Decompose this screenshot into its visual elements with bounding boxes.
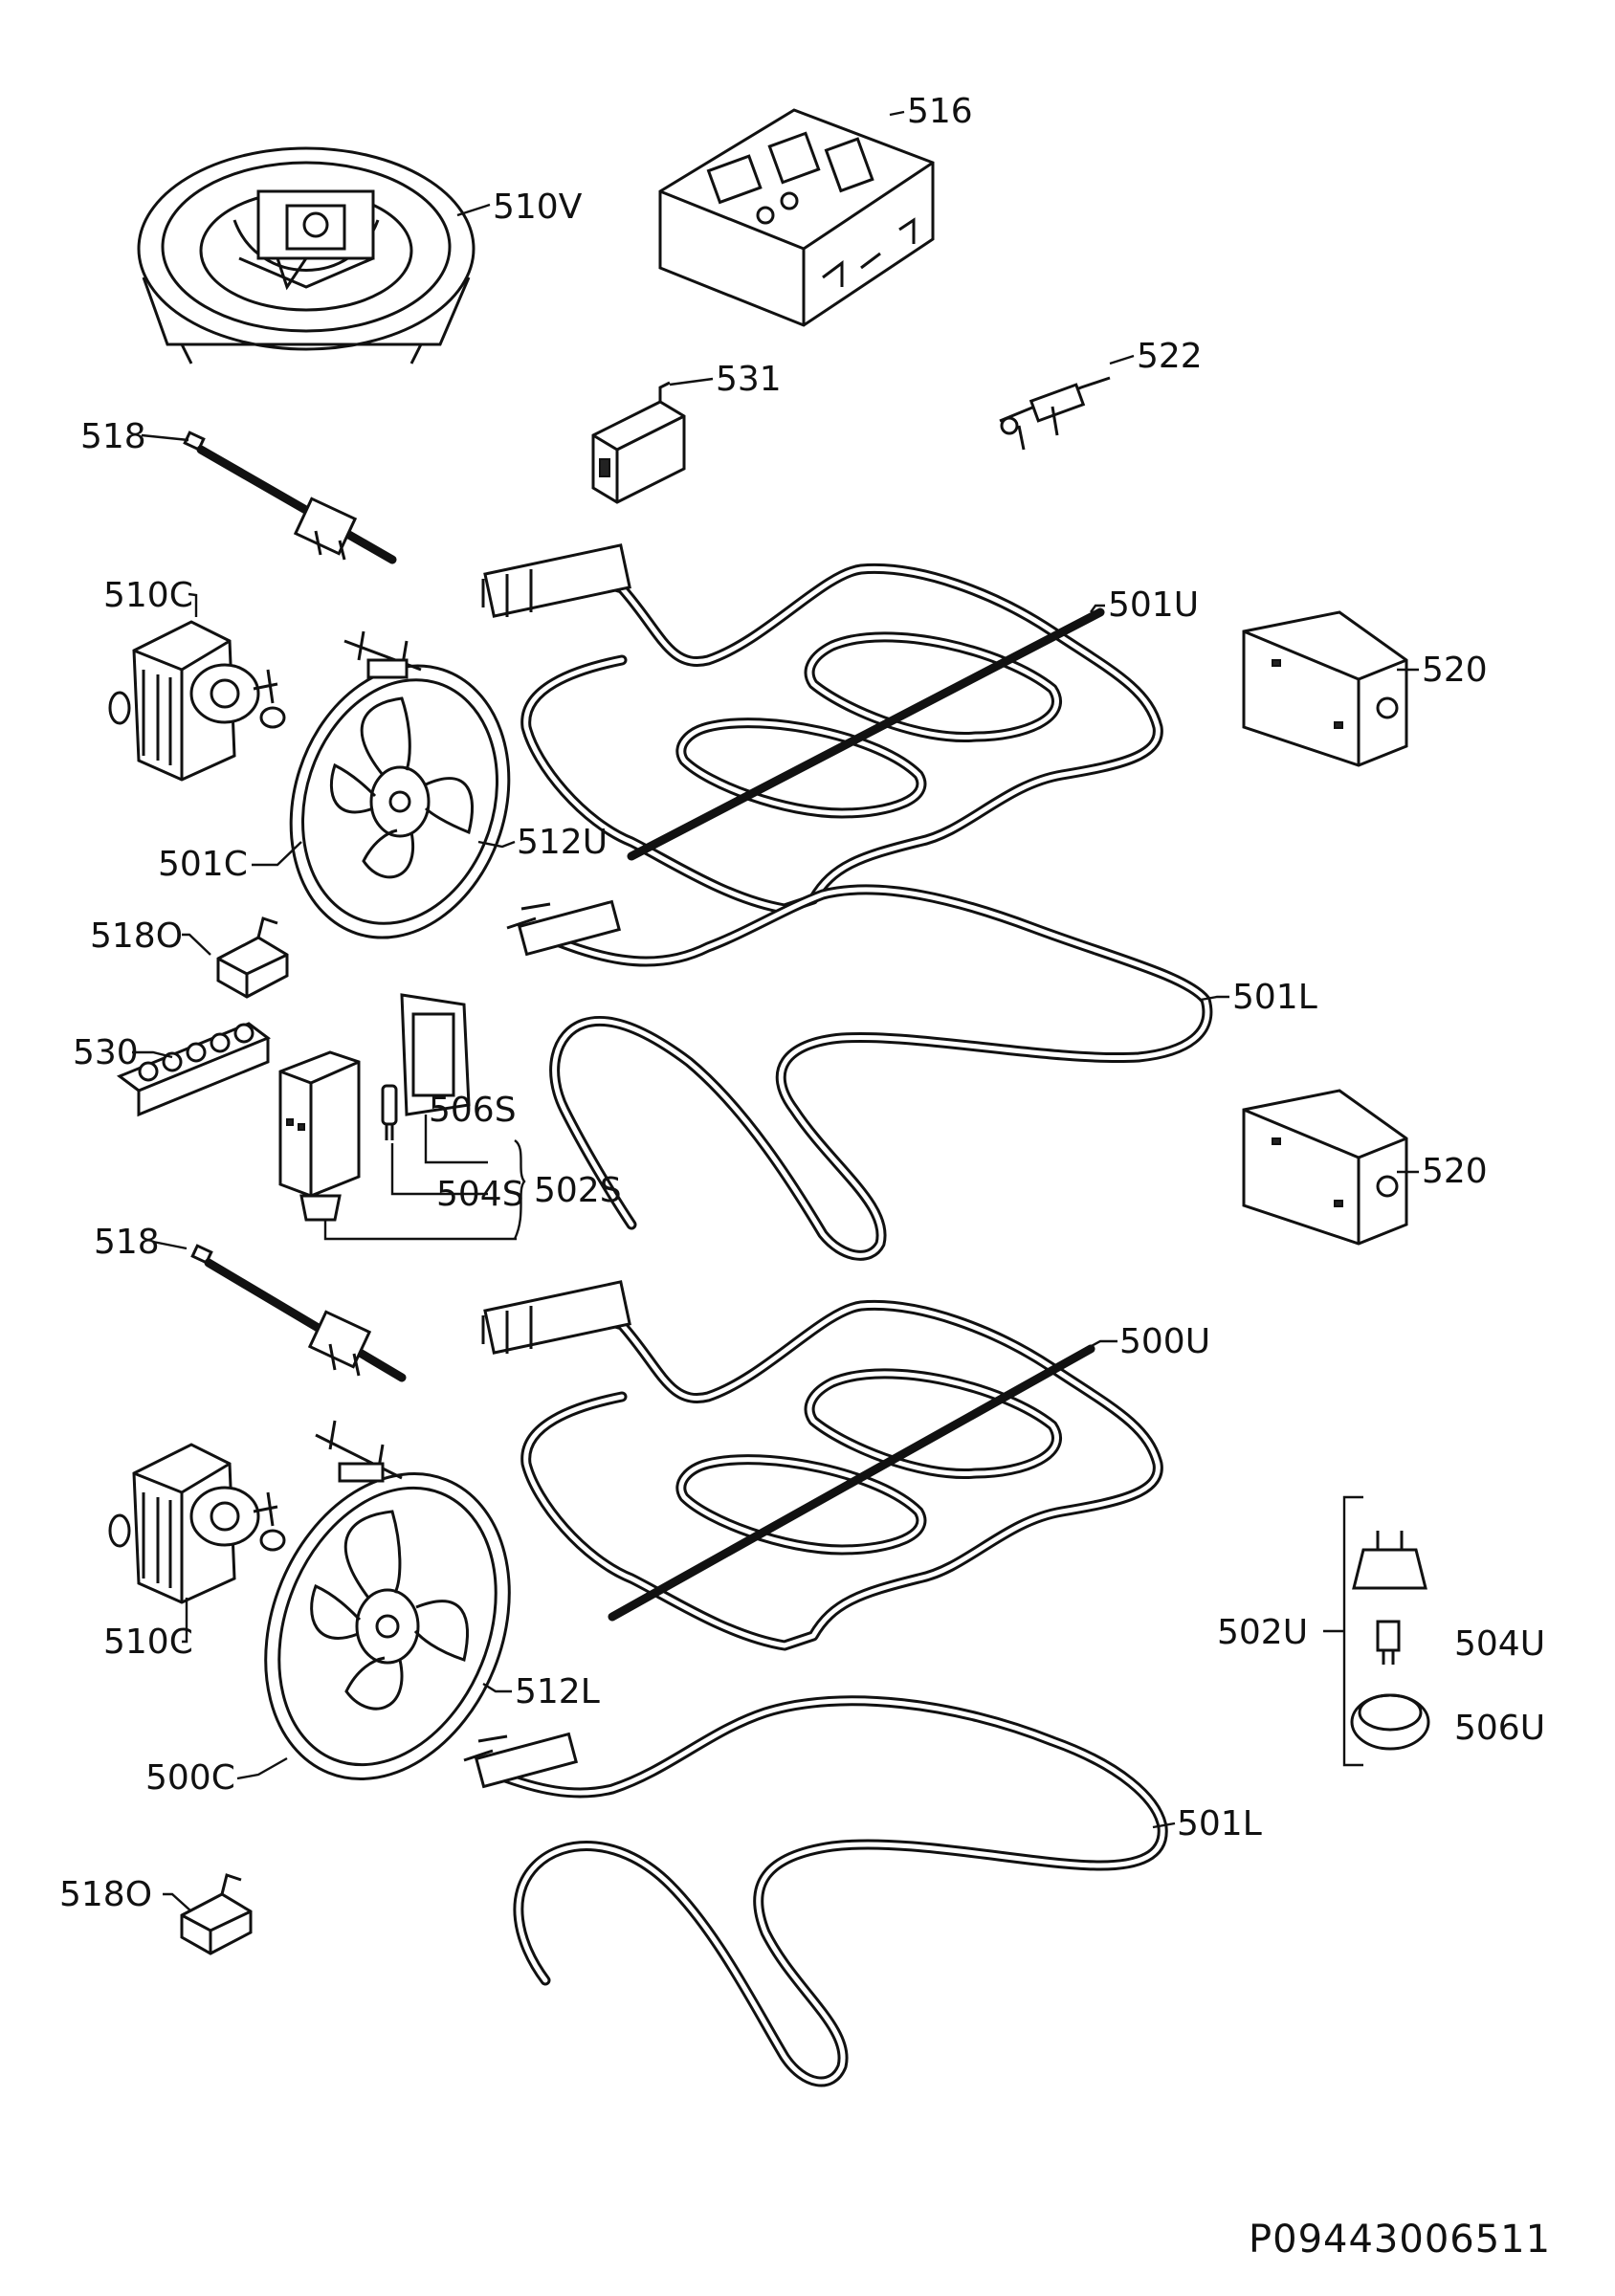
label-510C-lower: 510C bbox=[103, 1623, 193, 1662]
part-520-box-upper bbox=[1242, 610, 1408, 767]
label-518-upper: 518 bbox=[80, 417, 146, 456]
label-518-lower: 518 bbox=[94, 1223, 160, 1262]
part-520-box-lower bbox=[1242, 1089, 1408, 1246]
part-510V-fan-housing bbox=[137, 146, 476, 364]
part-510C-motor-lower bbox=[108, 1443, 286, 1604]
label-502U: 502U bbox=[1217, 1613, 1308, 1652]
label-510V: 510V bbox=[493, 188, 583, 227]
drawing-code: P09443006511 bbox=[1249, 2218, 1551, 2262]
part-501L-bottom-element-upper bbox=[506, 884, 1213, 1261]
label-510C-upper: 510C bbox=[103, 576, 193, 615]
part-518O-bracket-upper bbox=[216, 916, 289, 999]
part-501L-bottom-element-lower bbox=[463, 1695, 1168, 2087]
label-501C: 501C bbox=[158, 845, 248, 884]
part-531-relay-module bbox=[591, 381, 686, 504]
label-518O-upper: 518O bbox=[90, 916, 183, 956]
part-500C-fan-blade-lower bbox=[264, 1420, 511, 1780]
part-500U-grill-element bbox=[481, 1280, 1163, 1651]
label-512L: 512L bbox=[515, 1672, 600, 1711]
label-520-upper: 520 bbox=[1422, 651, 1488, 690]
label-504S: 504S bbox=[436, 1175, 524, 1214]
part-labels: 510V 516 531 522 518 510C 501U 520 501C … bbox=[59, 92, 1545, 1914]
part-502U-lamp-assembly bbox=[1323, 1495, 1430, 1767]
leader-lines bbox=[132, 110, 1419, 1912]
part-518O-bracket-lower bbox=[180, 1873, 253, 1955]
label-500C: 500C bbox=[145, 1758, 235, 1798]
part-522-connector bbox=[999, 376, 1111, 451]
part-501C-fan-blade-upper bbox=[289, 630, 511, 939]
label-506S: 506S bbox=[429, 1091, 517, 1130]
label-506U: 506U bbox=[1454, 1709, 1545, 1748]
label-518O-lower: 518O bbox=[59, 1875, 152, 1914]
part-518-probe-lower bbox=[190, 1244, 407, 1382]
label-520-lower: 520 bbox=[1422, 1152, 1488, 1191]
label-501U: 501U bbox=[1108, 585, 1199, 625]
part-501U-grill-element bbox=[481, 543, 1163, 915]
part-516-control-box bbox=[658, 108, 935, 327]
label-502S: 502S bbox=[534, 1171, 622, 1210]
part-510C-motor-upper bbox=[108, 620, 286, 782]
label-531: 531 bbox=[716, 360, 782, 399]
part-518-probe-upper bbox=[183, 430, 397, 564]
label-504U: 504U bbox=[1454, 1624, 1545, 1664]
label-501L-lower: 501L bbox=[1177, 1804, 1262, 1843]
label-512U: 512U bbox=[517, 823, 608, 862]
label-516: 516 bbox=[907, 92, 973, 131]
label-501L-upper: 501L bbox=[1232, 978, 1317, 1017]
label-500U: 500U bbox=[1119, 1322, 1210, 1361]
label-522: 522 bbox=[1137, 337, 1203, 376]
label-530: 530 bbox=[73, 1033, 139, 1072]
part-502S-lamp-assembly bbox=[278, 993, 526, 1241]
part-530-terminal-block bbox=[116, 1022, 272, 1117]
